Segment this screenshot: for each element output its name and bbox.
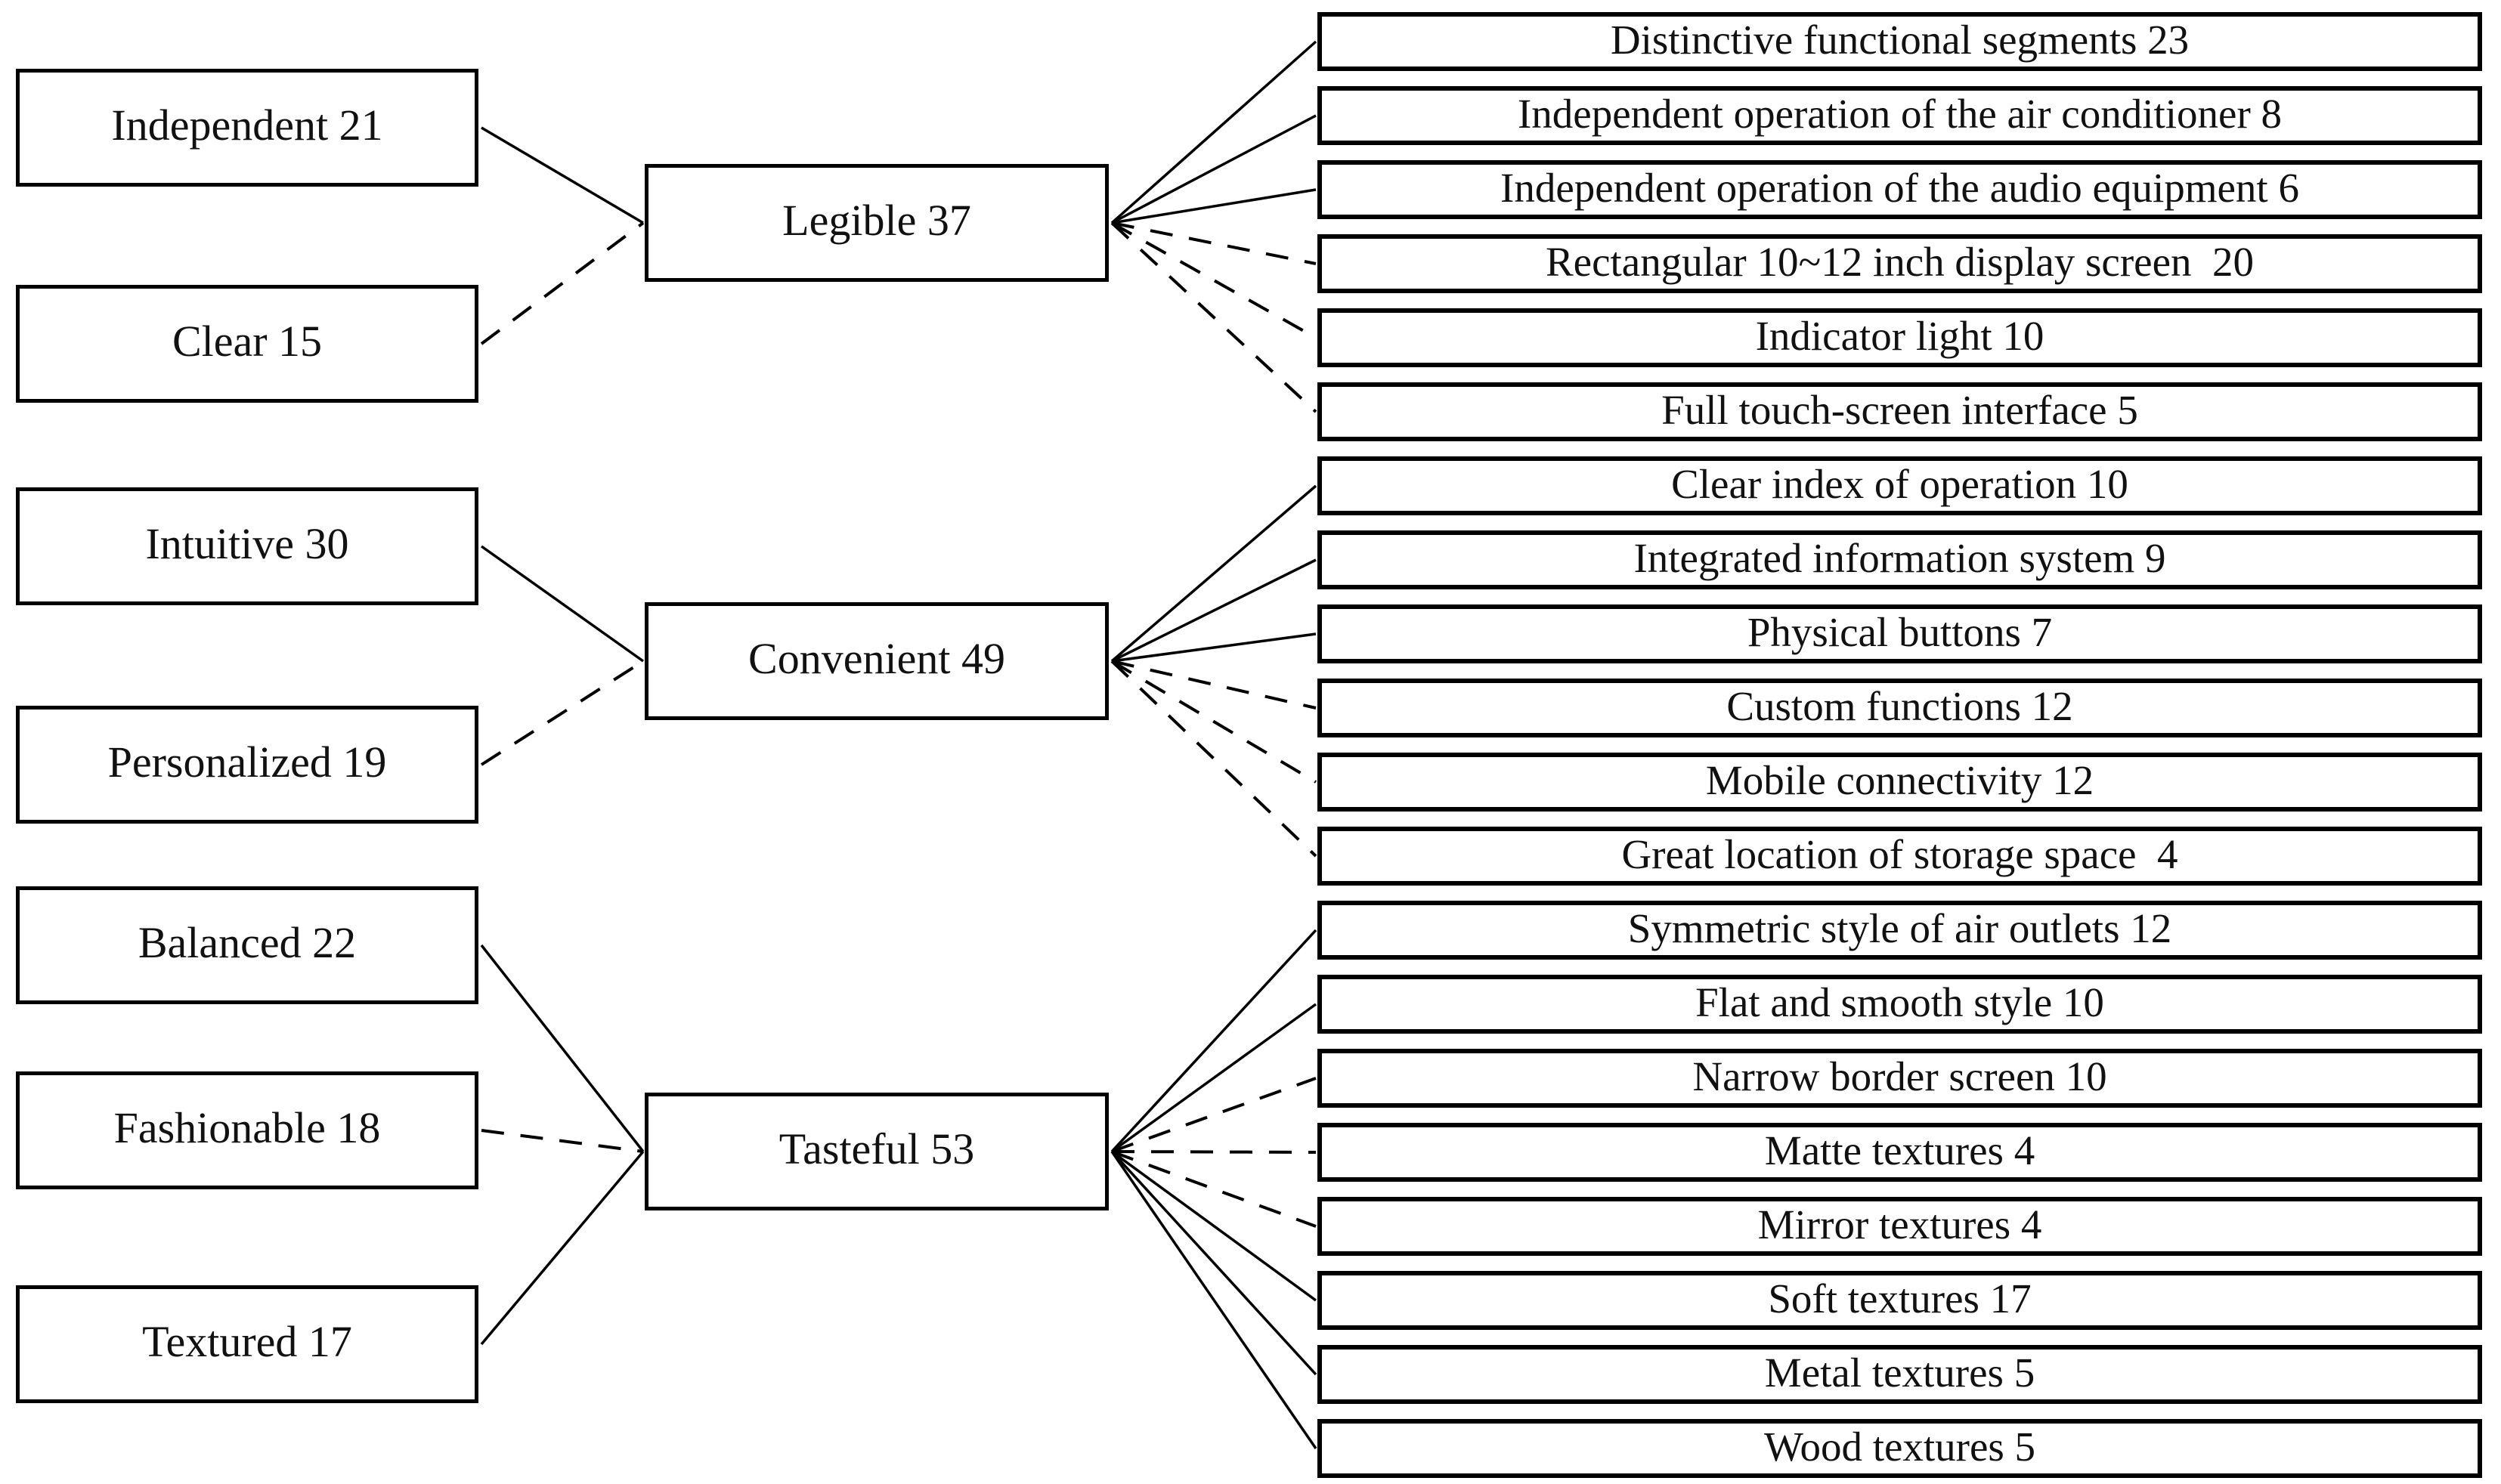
node-label-r13: Symmetric style of air outlets 12 — [1627, 904, 2172, 951]
edge-balanced-tasteful-solid — [480, 944, 645, 1153]
node-label-r19: Metal textures 5 — [1764, 1349, 2035, 1396]
node-r4: Rectangular 10~12 inch display screen 20 — [1317, 234, 2482, 293]
node-label-personalized: Personalized 19 — [107, 737, 387, 787]
node-label-tasteful: Tasteful 53 — [778, 1124, 975, 1173]
edge-independent-legible-solid — [481, 126, 644, 224]
node-r19: Metal textures 5 — [1317, 1345, 2482, 1404]
node-label-r18: Soft textures 17 — [1768, 1275, 2032, 1322]
node-r17: Mirror textures 4 — [1317, 1197, 2482, 1256]
node-label-r8: Integrated information system 9 — [1633, 534, 2166, 581]
node-r9: Physical buttons 7 — [1317, 604, 2482, 663]
node-r8: Integrated information system 9 — [1317, 530, 2482, 589]
edge-convenient-r12-dashed — [1110, 660, 1317, 858]
node-tasteful: Tasteful 53 — [645, 1093, 1109, 1210]
edge-legible-r1-solid — [1110, 40, 1317, 224]
node-r20: Wood textures 5 — [1317, 1419, 2482, 1478]
node-r1: Distinctive functional segments 23 — [1317, 12, 2482, 71]
node-label-r4: Rectangular 10~12 inch display screen 20 — [1546, 238, 2254, 285]
node-r7: Clear index of operation 10 — [1317, 456, 2482, 515]
edge-convenient-r9-solid — [1111, 632, 1317, 663]
node-label-r10: Custom functions 12 — [1726, 682, 2073, 729]
edge-legible-r3-solid — [1111, 188, 1317, 224]
node-label-r1: Distinctive functional segments 23 — [1610, 16, 2190, 63]
node-label-r6: Full touch-screen interface 5 — [1661, 386, 2138, 433]
node-r13: Symmetric style of air outlets 12 — [1317, 901, 2482, 960]
node-label-r16: Matte textures 4 — [1764, 1127, 2035, 1173]
edge-tasteful-r19-solid — [1110, 1150, 1317, 1376]
node-r14: Flat and smooth style 10 — [1317, 975, 2482, 1034]
node-label-r15: Narrow border screen 10 — [1692, 1053, 2107, 1099]
node-independent: Independent 21 — [16, 69, 478, 187]
node-label-r17: Mirror textures 4 — [1757, 1201, 2042, 1247]
edge-legible-r6-dashed — [1110, 221, 1317, 413]
edge-legible-r5-dashed — [1111, 221, 1317, 339]
edge-convenient-r11-dashed — [1110, 660, 1317, 784]
node-label-legible: Legible 37 — [782, 196, 971, 245]
node-r2: Independent operation of the air conditi… — [1317, 86, 2482, 145]
edge-tasteful-r18-solid — [1110, 1150, 1317, 1302]
edge-tasteful-r14-solid — [1110, 1003, 1317, 1153]
node-label-independent: Independent 21 — [111, 100, 383, 150]
edge-convenient-r10-dashed — [1111, 660, 1317, 710]
node-r18: Soft textures 17 — [1317, 1271, 2482, 1330]
edge-clear-legible-dashed — [480, 221, 645, 345]
edge-convenient-r7-solid — [1110, 484, 1317, 663]
node-label-intuitive: Intuitive 30 — [145, 519, 349, 568]
node-personalized: Personalized 19 — [16, 706, 478, 824]
node-clear: Clear 15 — [16, 285, 478, 403]
node-balanced: Balanced 22 — [16, 886, 478, 1004]
edge-textured-tasteful-solid — [480, 1150, 645, 1346]
edge-legible-r4-dashed — [1111, 221, 1317, 265]
node-r16: Matte textures 4 — [1317, 1123, 2482, 1182]
node-label-clear: Clear 15 — [172, 317, 323, 366]
node-r10: Custom functions 12 — [1317, 679, 2482, 737]
node-label-r2: Independent operation of the air conditi… — [1517, 90, 2283, 137]
node-label-r14: Flat and smooth style 10 — [1695, 979, 2104, 1025]
edge-intuitive-convenient-solid — [480, 545, 645, 663]
node-fashionable: Fashionable 18 — [16, 1071, 478, 1189]
node-textured: Textured 17 — [16, 1285, 478, 1403]
edge-fashionable-tasteful-dashed — [481, 1129, 644, 1153]
node-r12: Great location of storage space 4 — [1317, 827, 2482, 886]
node-r3: Independent operation of the audio equip… — [1317, 160, 2482, 219]
edge-tasteful-r17-dashed — [1111, 1150, 1317, 1228]
edge-convenient-r8-solid — [1111, 558, 1317, 663]
edge-personalized-convenient-dashed — [480, 660, 645, 766]
node-label-r3: Independent operation of the audio equip… — [1500, 164, 2299, 211]
node-r15: Narrow border screen 10 — [1317, 1049, 2482, 1108]
node-label-r11: Mobile connectivity 12 — [1705, 756, 2094, 803]
node-label-balanced: Balanced 22 — [138, 918, 357, 967]
node-legible: Legible 37 — [645, 164, 1109, 282]
edge-tasteful-r20-solid — [1110, 1151, 1317, 1449]
node-label-r5: Indicator light 10 — [1755, 312, 2044, 359]
node-label-r7: Clear index of operation 10 — [1671, 460, 2128, 507]
edge-tasteful-r15-dashed — [1111, 1077, 1317, 1153]
edge-legible-r2-solid — [1111, 114, 1317, 224]
edge-tasteful-r13-solid — [1110, 929, 1317, 1153]
node-label-r9: Physical buttons 7 — [1747, 608, 2053, 655]
node-r6: Full touch-screen interface 5 — [1317, 382, 2482, 441]
node-label-fashionable: Fashionable 18 — [113, 1103, 381, 1152]
node-label-r20: Wood textures 5 — [1763, 1423, 2036, 1470]
node-convenient: Convenient 49 — [645, 602, 1109, 720]
node-r11: Mobile connectivity 12 — [1317, 753, 2482, 812]
node-label-textured: Textured 17 — [142, 1317, 352, 1366]
node-intuitive: Intuitive 30 — [16, 487, 478, 605]
node-r5: Indicator light 10 — [1317, 308, 2482, 367]
node-label-convenient: Convenient 49 — [748, 634, 1005, 683]
node-label-r12: Great location of storage space 4 — [1621, 830, 2178, 877]
